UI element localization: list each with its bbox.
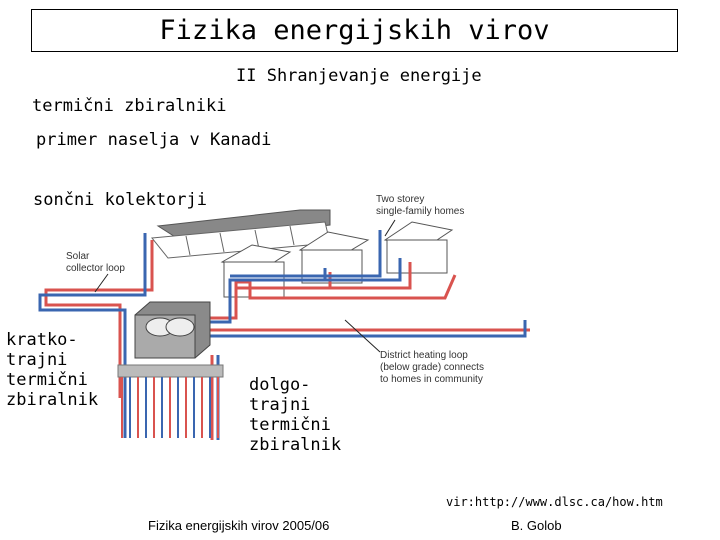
slide-subtitle: II Shranjevanje energije	[236, 66, 482, 86]
solar-label-line2: collector loop	[66, 263, 125, 274]
borehole-field	[117, 364, 224, 378]
borehole-pipes	[121, 377, 219, 438]
district-label-leader	[344, 319, 381, 353]
footer-author: B. Golob	[511, 518, 562, 533]
hot-pipe-main	[44, 240, 154, 398]
homes-label-line2: single-family homes	[376, 206, 464, 217]
short-term-storage-tank	[134, 301, 211, 359]
district-label-line3: to homes in community	[380, 374, 483, 385]
solar-collector-roof	[151, 209, 331, 259]
label-leaders	[94, 219, 396, 353]
label-short-term-storage: kratko- trajni termični zbiralnik	[6, 330, 99, 410]
heading-canada-example: primer naselja v Kanadi	[36, 130, 272, 150]
label-long-term-storage: dolgo- trajni termični zbiralnik	[249, 375, 342, 455]
solar-label-line1: Solar	[66, 251, 90, 262]
hot-pipe-district	[208, 262, 530, 332]
cold-pipe-main	[38, 233, 147, 438]
district-label-line1: District heating loop	[380, 350, 468, 361]
slide-title: Fizika energijskih virov	[31, 9, 678, 52]
solar-label-leader	[94, 273, 109, 293]
homes-label-line1: Two storey	[376, 194, 424, 205]
heading-thermal-storage: termični zbiralniki	[32, 96, 227, 116]
source-citation: vir:http://www.dlsc.ca/how.htm	[446, 495, 663, 509]
label-solar-collectors: sončni kolektorji	[33, 190, 207, 210]
house-3	[383, 221, 454, 274]
cold-pipe-district	[208, 230, 527, 338]
district-label-line2: (below grade) connects	[380, 362, 484, 373]
footer-course: Fizika energijskih virov 2005/06	[148, 518, 330, 533]
homes-label-leader	[384, 219, 396, 237]
